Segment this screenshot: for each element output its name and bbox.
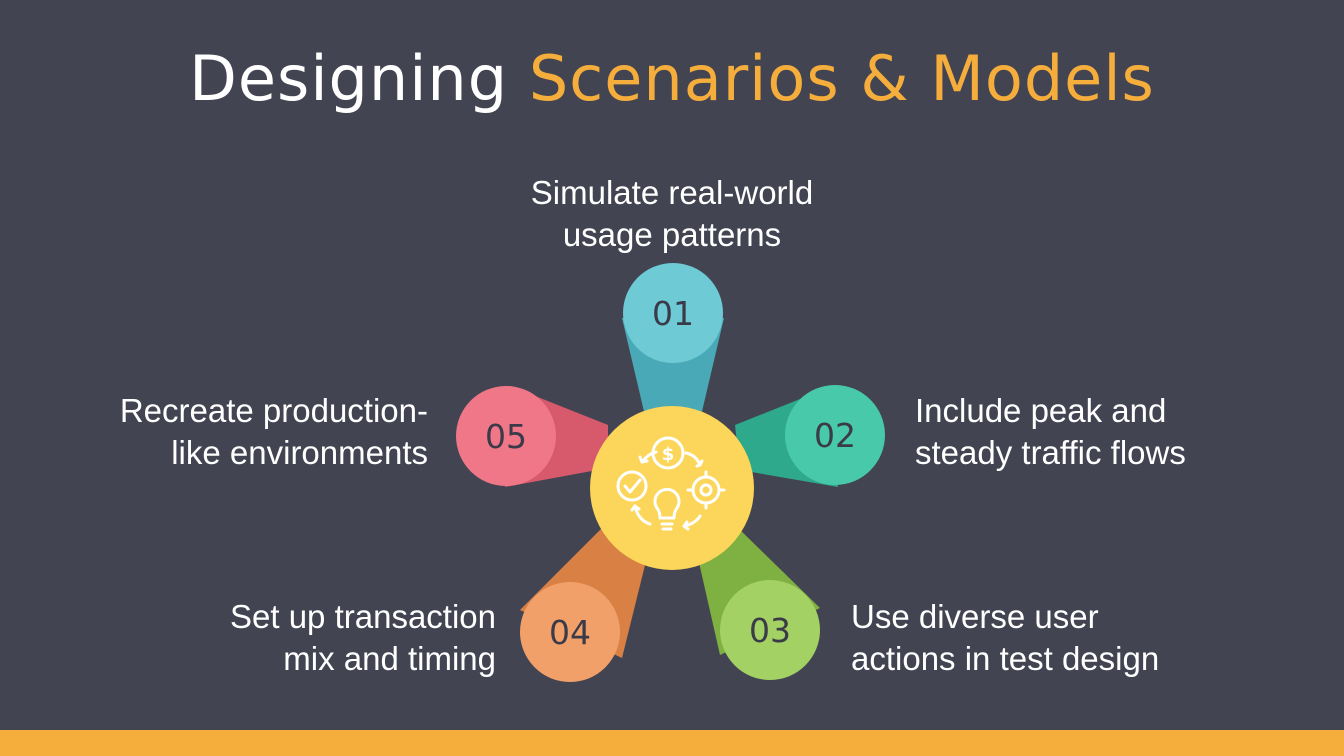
step-04-number: 04	[549, 613, 591, 652]
bottom-accent-bar	[0, 730, 1344, 756]
step-05-line1: Recreate production-	[119, 392, 428, 429]
step-02-text: Include peak and steady traffic flows	[915, 390, 1295, 474]
step-03-text: Use diverse user actions in test design	[851, 596, 1251, 680]
step-02-line2: steady traffic flows	[915, 434, 1186, 471]
step-03-petal: 03	[720, 580, 820, 680]
step-04-line2: mix and timing	[283, 640, 496, 677]
step-01-line1: Simulate real-world	[530, 174, 814, 211]
title-part-2: Scenarios & Models	[528, 42, 1155, 115]
step-05-petal: 05	[456, 386, 556, 486]
step-03-number: 03	[749, 611, 791, 650]
process-cycle-icon: $	[616, 436, 726, 531]
step-02-petal: 02	[785, 385, 885, 485]
step-02-number: 02	[814, 416, 856, 455]
step-05-text: Recreate production- like environments	[30, 390, 428, 474]
step-01-text: Simulate real-world usage patterns	[472, 172, 872, 256]
svg-text:$: $	[662, 444, 675, 465]
page-title: Designing Scenarios & Models	[0, 42, 1344, 115]
step-01-number: 01	[652, 294, 694, 333]
title-part-1: Designing	[189, 42, 509, 115]
step-04-petal: 04	[520, 582, 620, 682]
step-04-text: Set up transaction mix and timing	[98, 596, 496, 680]
step-03-line1: Use diverse user	[851, 598, 1099, 635]
step-05-number: 05	[485, 417, 527, 456]
step-01-petal: 01	[623, 263, 723, 363]
step-03-line2: actions in test design	[851, 640, 1160, 677]
step-02-line1: Include peak and	[915, 392, 1167, 429]
center-circle	[590, 406, 754, 570]
step-01-line2: usage patterns	[562, 216, 782, 253]
step-04-line1: Set up transaction	[230, 598, 496, 635]
step-05-line2: like environments	[171, 434, 428, 471]
